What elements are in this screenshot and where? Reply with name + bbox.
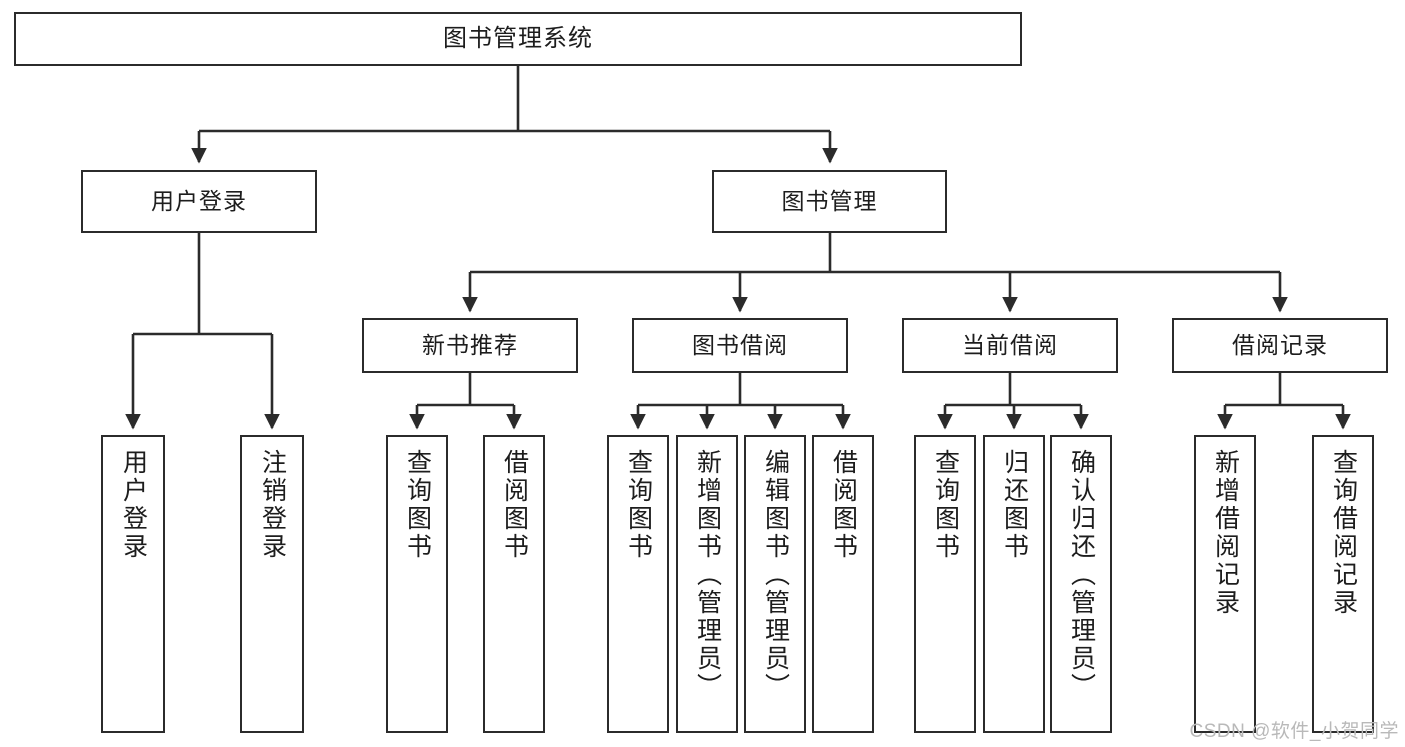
node-leaf-query-book-current-label: 查询图书 [931, 449, 960, 561]
node-leaf-confirm-return[interactable]: 确认归还（管理员） [1050, 435, 1112, 733]
node-leaf-query-record[interactable]: 查询借阅记录 [1312, 435, 1374, 733]
node-leaf-confirm-return-label: 确认归还（管理员） [1067, 449, 1096, 701]
node-leaf-user-logout[interactable]: 注销登录 [240, 435, 304, 733]
node-leaf-borrow-book[interactable]: 借阅图书 [812, 435, 874, 733]
node-leaf-query-book-borrow[interactable]: 查询图书 [607, 435, 669, 733]
node-leaf-add-record-label: 新增借阅记录 [1211, 449, 1240, 617]
node-leaf-query-book-rec-label: 查询图书 [403, 449, 432, 561]
node-book-manage[interactable]: 图书管理 [712, 170, 947, 233]
node-user-login-label: 用户登录 [151, 187, 247, 214]
node-leaf-user-login-label: 用户登录 [119, 449, 148, 561]
node-leaf-user-login[interactable]: 用户登录 [101, 435, 165, 733]
node-new-book-rec[interactable]: 新书推荐 [362, 318, 578, 373]
node-leaf-user-logout-label: 注销登录 [258, 449, 287, 561]
node-current-borrow-label: 当前借阅 [962, 331, 1058, 358]
node-leaf-query-book-rec[interactable]: 查询图书 [386, 435, 448, 733]
node-root-label: 图书管理系统 [443, 24, 593, 52]
node-leaf-add-record[interactable]: 新增借阅记录 [1194, 435, 1256, 733]
node-new-book-rec-label: 新书推荐 [422, 331, 518, 358]
node-leaf-edit-book[interactable]: 编辑图书（管理员） [744, 435, 806, 733]
node-leaf-return-book[interactable]: 归还图书 [983, 435, 1045, 733]
node-leaf-query-book-current[interactable]: 查询图书 [914, 435, 976, 733]
node-leaf-return-book-label: 归还图书 [1000, 449, 1029, 561]
node-book-borrow-label: 图书借阅 [692, 331, 788, 358]
node-book-borrow[interactable]: 图书借阅 [632, 318, 848, 373]
node-leaf-edit-book-label: 编辑图书（管理员） [761, 449, 790, 701]
node-leaf-query-record-label: 查询借阅记录 [1329, 449, 1358, 617]
node-leaf-borrow-book-label: 借阅图书 [829, 449, 858, 561]
node-book-manage-label: 图书管理 [781, 187, 878, 214]
node-leaf-borrow-book-rec-label: 借阅图书 [500, 449, 529, 561]
node-borrow-record[interactable]: 借阅记录 [1172, 318, 1388, 373]
node-leaf-add-book[interactable]: 新增图书（管理员） [676, 435, 738, 733]
node-leaf-query-book-borrow-label: 查询图书 [624, 449, 653, 561]
node-leaf-add-book-label: 新增图书（管理员） [693, 449, 722, 701]
node-user-login[interactable]: 用户登录 [81, 170, 317, 233]
node-current-borrow[interactable]: 当前借阅 [902, 318, 1118, 373]
node-leaf-borrow-book-rec[interactable]: 借阅图书 [483, 435, 545, 733]
node-root[interactable]: 图书管理系统 [14, 12, 1022, 66]
csdn-watermark: CSDN @软件_小贺同学 [1189, 721, 1399, 742]
node-borrow-record-label: 借阅记录 [1232, 331, 1328, 358]
